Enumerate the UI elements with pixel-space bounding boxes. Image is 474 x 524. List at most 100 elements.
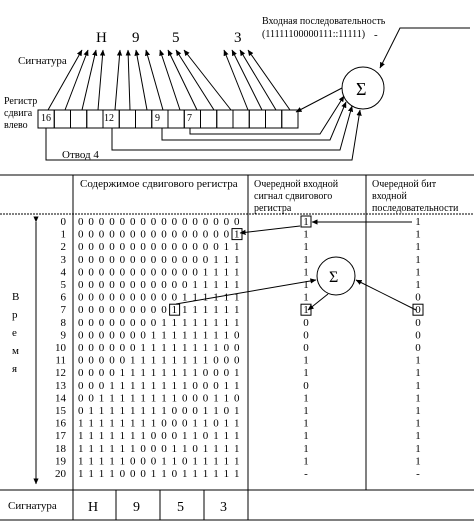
register-bit: 0 [130, 229, 136, 241]
register-bit: 0 [99, 254, 105, 266]
top-signature-label: Сигнатура [18, 55, 67, 67]
register-bit: 0 [88, 342, 94, 354]
time-step: 13 [55, 380, 67, 392]
register-bit: 0 [234, 355, 240, 367]
register-bit: 0 [130, 241, 136, 253]
register-bit: 0 [140, 266, 146, 278]
register-bit: 1 [182, 342, 188, 354]
register-bit: 0 [99, 241, 105, 253]
register-bit: 1 [151, 392, 157, 404]
register-bit: 0 [161, 279, 167, 291]
register-bit: 0 [78, 216, 84, 228]
register-bit: 0 [151, 455, 157, 467]
register-bit: 0 [140, 455, 146, 467]
register-bit: 0 [120, 279, 126, 291]
register-bit: 1 [109, 455, 115, 467]
tap-label: Отвод 4 [62, 149, 99, 161]
register-bit: 0 [224, 216, 230, 228]
register-bit: 0 [88, 266, 94, 278]
register-bit: 0 [120, 266, 126, 278]
register-bit: 0 [130, 317, 136, 329]
input-signal-bit: 1 [303, 355, 309, 367]
register-bit: 0 [99, 216, 105, 228]
register-bit: 0 [203, 254, 209, 266]
input-signal-bit: 1 [303, 266, 309, 278]
register-bit: 1 [234, 380, 240, 392]
tap-12-line [111, 105, 354, 151]
top-diagram: Н 9 5 3 Сигнатура Входная последовательн… [4, 16, 470, 161]
register-bit: 1 [130, 380, 136, 392]
bottom-signature-label: Сигнатура [8, 500, 57, 512]
register-cell [232, 109, 250, 129]
register-bit: 1 [109, 468, 115, 480]
register-bit: 0 [192, 405, 198, 417]
register-bit: 1 [172, 304, 178, 316]
register-bit: 0 [161, 254, 167, 266]
input-seq-dash: - [374, 29, 378, 41]
input-signal-bit: 1 [303, 418, 309, 430]
top-signature-char-2: 9 [132, 30, 140, 46]
register-bit: 0 [203, 380, 209, 392]
header-input-signal-1: Очередной входной [254, 179, 339, 190]
register-bit: 0 [161, 443, 167, 455]
register-bit: 0 [120, 304, 126, 316]
register-bit: 1 [140, 342, 146, 354]
register-bit: 0 [78, 241, 84, 253]
register-bit: 1 [172, 342, 178, 354]
register-bit: 0 [172, 418, 178, 430]
time-step: 5 [61, 279, 67, 291]
register-bit: 0 [78, 229, 84, 241]
register-bit: 0 [88, 241, 94, 253]
bottom-signature-char-1: Н [88, 500, 98, 515]
register-bit: 0 [78, 367, 84, 379]
register-bit: 1 [203, 342, 209, 354]
input-signal-bit: 0 [303, 317, 309, 329]
register-cell [167, 109, 185, 129]
register-cell-label-9: 9 [155, 113, 160, 124]
register-bit: 0 [88, 329, 94, 341]
register-bit: 1 [140, 380, 146, 392]
register-bit: 0 [88, 279, 94, 291]
seq-to-sum-arrow [355, 279, 417, 311]
register-bit: 0 [78, 266, 84, 278]
register-label-1: Регистр [4, 96, 37, 107]
table-xor-sum-symbol: Σ [329, 269, 338, 286]
tap-7-line [189, 95, 345, 135]
register-bit: 1 [213, 317, 219, 329]
register-bit: 1 [192, 329, 198, 341]
top-signature-char-3: 5 [172, 30, 180, 46]
register-bit: 1 [203, 266, 209, 278]
register-bit: 0 [203, 430, 209, 442]
register-bit: 1 [99, 392, 105, 404]
register-bit: 1 [109, 418, 115, 430]
register-bit: 1 [130, 367, 136, 379]
time-step: 12 [55, 367, 66, 379]
register-bit: 1 [213, 468, 219, 480]
register-bit: 1 [203, 292, 209, 304]
register-bit: 1 [88, 405, 94, 417]
input-signal-bit: 1 [303, 443, 309, 455]
register-bit: 1 [192, 279, 198, 291]
register-bit: 1 [224, 292, 230, 304]
register-bit: 1 [224, 254, 230, 266]
register-bit: 0 [161, 430, 167, 442]
register-bit: 0 [161, 229, 167, 241]
register-bit: 1 [203, 418, 209, 430]
register-bit: 1 [172, 329, 178, 341]
register-bit: 1 [78, 430, 84, 442]
register-bit: 0 [213, 216, 219, 228]
input-signal-bit: - [304, 468, 308, 480]
register-bit: 0 [99, 367, 105, 379]
feed-arrow [239, 225, 301, 235]
input-seq-line [379, 27, 470, 69]
register-bit: 0 [99, 317, 105, 329]
register-bit: 1 [213, 329, 219, 341]
register-bit: 1 [234, 279, 240, 291]
register-bit: 0 [172, 430, 178, 442]
